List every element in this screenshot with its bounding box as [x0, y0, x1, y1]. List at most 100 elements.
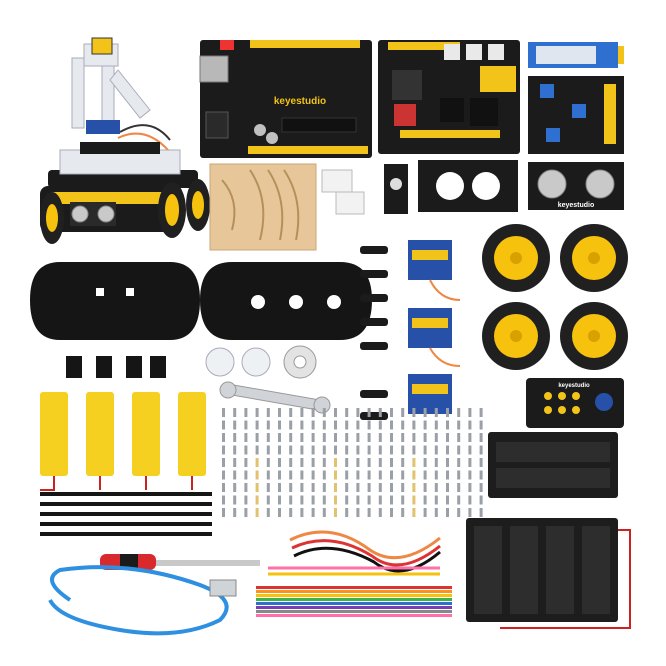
- screw: [434, 433, 438, 442]
- screw: [255, 495, 259, 505]
- screw: [311, 458, 315, 467]
- screw: [446, 408, 449, 417]
- remote-brand-label: keyestudio: [558, 383, 590, 389]
- screw: [446, 470, 449, 480]
- screw: [356, 495, 360, 505]
- screw: [244, 483, 248, 492]
- screw: [233, 470, 237, 480]
- screw: [278, 458, 281, 467]
- board-brand-label: keyestudio: [274, 96, 326, 107]
- flame-sensor: [384, 164, 408, 214]
- screw: [334, 408, 337, 417]
- screw: [289, 408, 293, 417]
- screw: [322, 458, 326, 467]
- servo-motors: [408, 240, 461, 414]
- screw: [356, 408, 360, 417]
- screw: [457, 458, 461, 467]
- ultrasonic-sensor: keyestudio: [528, 162, 624, 210]
- screw: [412, 483, 416, 492]
- screw: [289, 508, 293, 517]
- screw: [334, 458, 337, 467]
- screw: [334, 508, 337, 517]
- screw: [356, 433, 360, 442]
- screw: [222, 508, 225, 517]
- screw: [300, 495, 304, 505]
- screw: [390, 420, 393, 430]
- screw: [322, 483, 326, 492]
- screw: [233, 458, 237, 467]
- screw: [334, 420, 337, 430]
- screw: [390, 408, 393, 417]
- screw: [345, 508, 349, 517]
- screw: [367, 408, 371, 417]
- screw: [457, 495, 461, 505]
- screw: [233, 495, 237, 505]
- screw: [367, 508, 371, 517]
- screw: [289, 433, 293, 442]
- screw: [222, 483, 225, 492]
- screw: [300, 508, 304, 517]
- screw: [412, 508, 416, 517]
- screw: [322, 470, 326, 480]
- screw: [457, 420, 461, 430]
- screw: [468, 483, 472, 492]
- screw: [322, 445, 326, 455]
- screw: [423, 433, 427, 442]
- screw: [446, 508, 449, 517]
- screw: [378, 433, 382, 442]
- screw: [390, 470, 393, 480]
- screw: [233, 408, 237, 417]
- screw: [412, 420, 416, 430]
- screw: [423, 470, 427, 480]
- screw: [222, 495, 225, 505]
- screw: [266, 458, 270, 467]
- screw: [334, 483, 337, 492]
- screw: [222, 408, 225, 417]
- screw: [345, 470, 349, 480]
- screw: [322, 408, 326, 417]
- screw: [311, 495, 315, 505]
- screw: [378, 458, 382, 467]
- jumper-wires: [268, 530, 441, 576]
- screw: [233, 420, 237, 430]
- screw: [278, 495, 281, 505]
- screw: [266, 445, 270, 455]
- screw: [255, 458, 259, 467]
- screw: [289, 458, 293, 467]
- screw: [479, 445, 483, 455]
- screw: [255, 483, 259, 492]
- screw: [446, 445, 449, 455]
- battery-holder-4-cell: [466, 518, 631, 629]
- ultrasonic-holder: [418, 160, 518, 212]
- screw: [412, 495, 416, 505]
- screw: [457, 470, 461, 480]
- screw: [401, 470, 405, 480]
- screw: [434, 508, 438, 517]
- screw: [423, 483, 427, 492]
- screw: [255, 445, 259, 455]
- screw: [222, 458, 225, 467]
- main-controller-board: keyestudio: [199, 40, 372, 158]
- screw: [278, 445, 281, 455]
- screw: [244, 433, 248, 442]
- screw: [244, 408, 248, 417]
- white-brackets: [321, 169, 365, 215]
- screw: [334, 445, 337, 455]
- screw: [300, 408, 304, 417]
- screw: [401, 445, 405, 455]
- screw: [345, 420, 349, 430]
- screw: [457, 445, 461, 455]
- motor-driver-shield: [378, 40, 520, 154]
- screw: [222, 433, 225, 442]
- screw: [345, 433, 349, 442]
- screw: [446, 495, 449, 505]
- screw: [378, 508, 382, 517]
- screw: [266, 408, 270, 417]
- screw: [468, 433, 472, 442]
- screw: [356, 445, 360, 455]
- bluetooth-module: [528, 42, 624, 68]
- screw: [289, 470, 293, 480]
- screw: [412, 408, 416, 417]
- screw: [434, 470, 438, 480]
- screw: [434, 408, 438, 417]
